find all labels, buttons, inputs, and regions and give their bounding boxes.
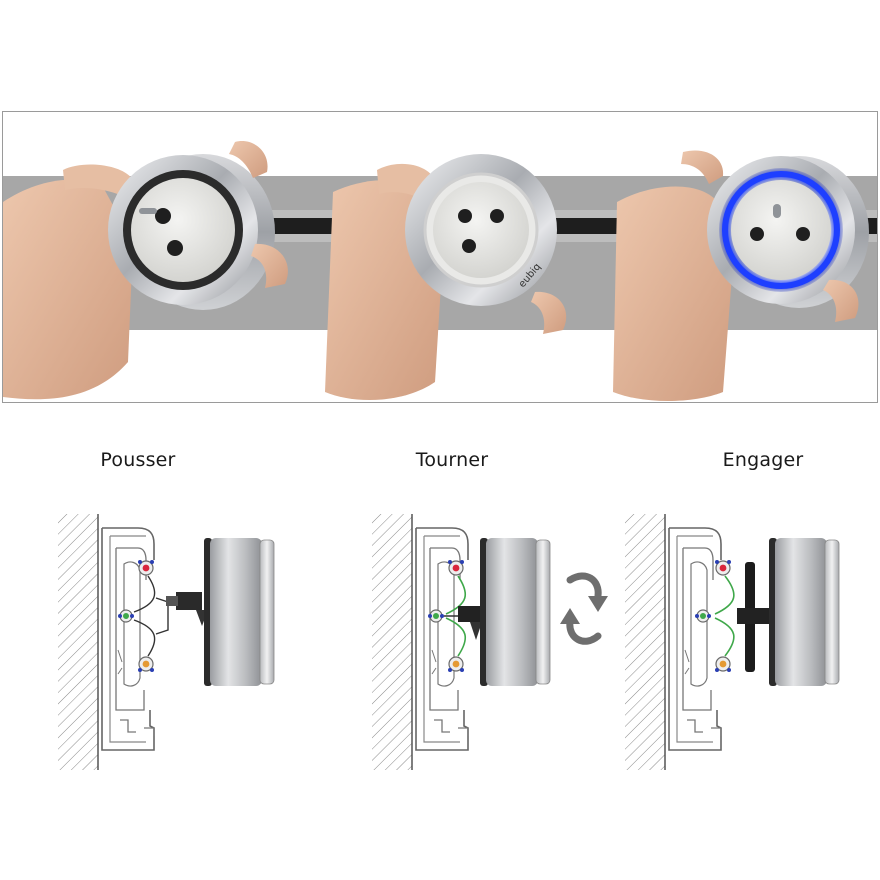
socket-led-glow: [722, 171, 840, 289]
hand-finger-top: [229, 141, 268, 178]
diagram-tourner: [372, 500, 622, 790]
socket-hole-right: [796, 227, 810, 241]
socket-hole-left: [458, 209, 472, 223]
hand-palm: [3, 179, 133, 400]
socket-cap: [824, 539, 840, 685]
socket-hole-right: [490, 209, 504, 223]
hand-finger-bottom: [823, 279, 859, 322]
cross-section-tourner: [372, 513, 608, 771]
socket-hole-left: [155, 208, 171, 224]
hand-finger-bottom: [251, 243, 288, 288]
connector-tip: [166, 596, 178, 606]
earth-pin: [139, 208, 157, 214]
connector-latch: [470, 622, 482, 640]
socket-face-inner: [433, 182, 529, 278]
connector-stem: [176, 592, 202, 610]
rail-profile: [625, 513, 722, 771]
socket-cap: [259, 539, 275, 685]
earth-pin: [773, 204, 781, 218]
diagram-engager: [625, 500, 875, 790]
socket-face: [131, 178, 235, 282]
socket-body: [775, 538, 827, 686]
photo-strip: eubiq: [2, 111, 878, 403]
cross-section-engager: [625, 513, 840, 771]
socket-cap: [535, 539, 551, 685]
photo-engager: [613, 150, 869, 401]
socket-body: [210, 538, 262, 686]
socket-face: [731, 180, 831, 280]
hand-palm: [613, 186, 733, 401]
socket-hole-right: [167, 240, 183, 256]
connector-stem: [737, 608, 771, 624]
step-label-tourner: Tourner: [415, 449, 489, 471]
hand-finger-top: [681, 150, 724, 184]
rotate-arrows-icon: [560, 572, 608, 645]
rail-profile: [372, 513, 469, 771]
diagram-pousser: [58, 500, 308, 790]
contacts: [694, 559, 735, 673]
hand-thumb: [63, 164, 133, 196]
photo-tourner: eubiq: [325, 154, 567, 401]
step-label-engager: Engager: [722, 449, 804, 471]
socket-hole-left: [750, 227, 764, 241]
photo-pousser: [3, 141, 288, 400]
contacts: [117, 559, 169, 673]
step-label-pousser: Pousser: [100, 449, 176, 471]
hand-finger-bottom: [531, 291, 567, 334]
photo-scene: eubiq: [3, 141, 877, 401]
rail-profile: [58, 513, 155, 771]
cross-section-pousser: [58, 513, 275, 771]
socket-body: [486, 538, 538, 686]
socket-hole-bottom: [462, 239, 476, 253]
